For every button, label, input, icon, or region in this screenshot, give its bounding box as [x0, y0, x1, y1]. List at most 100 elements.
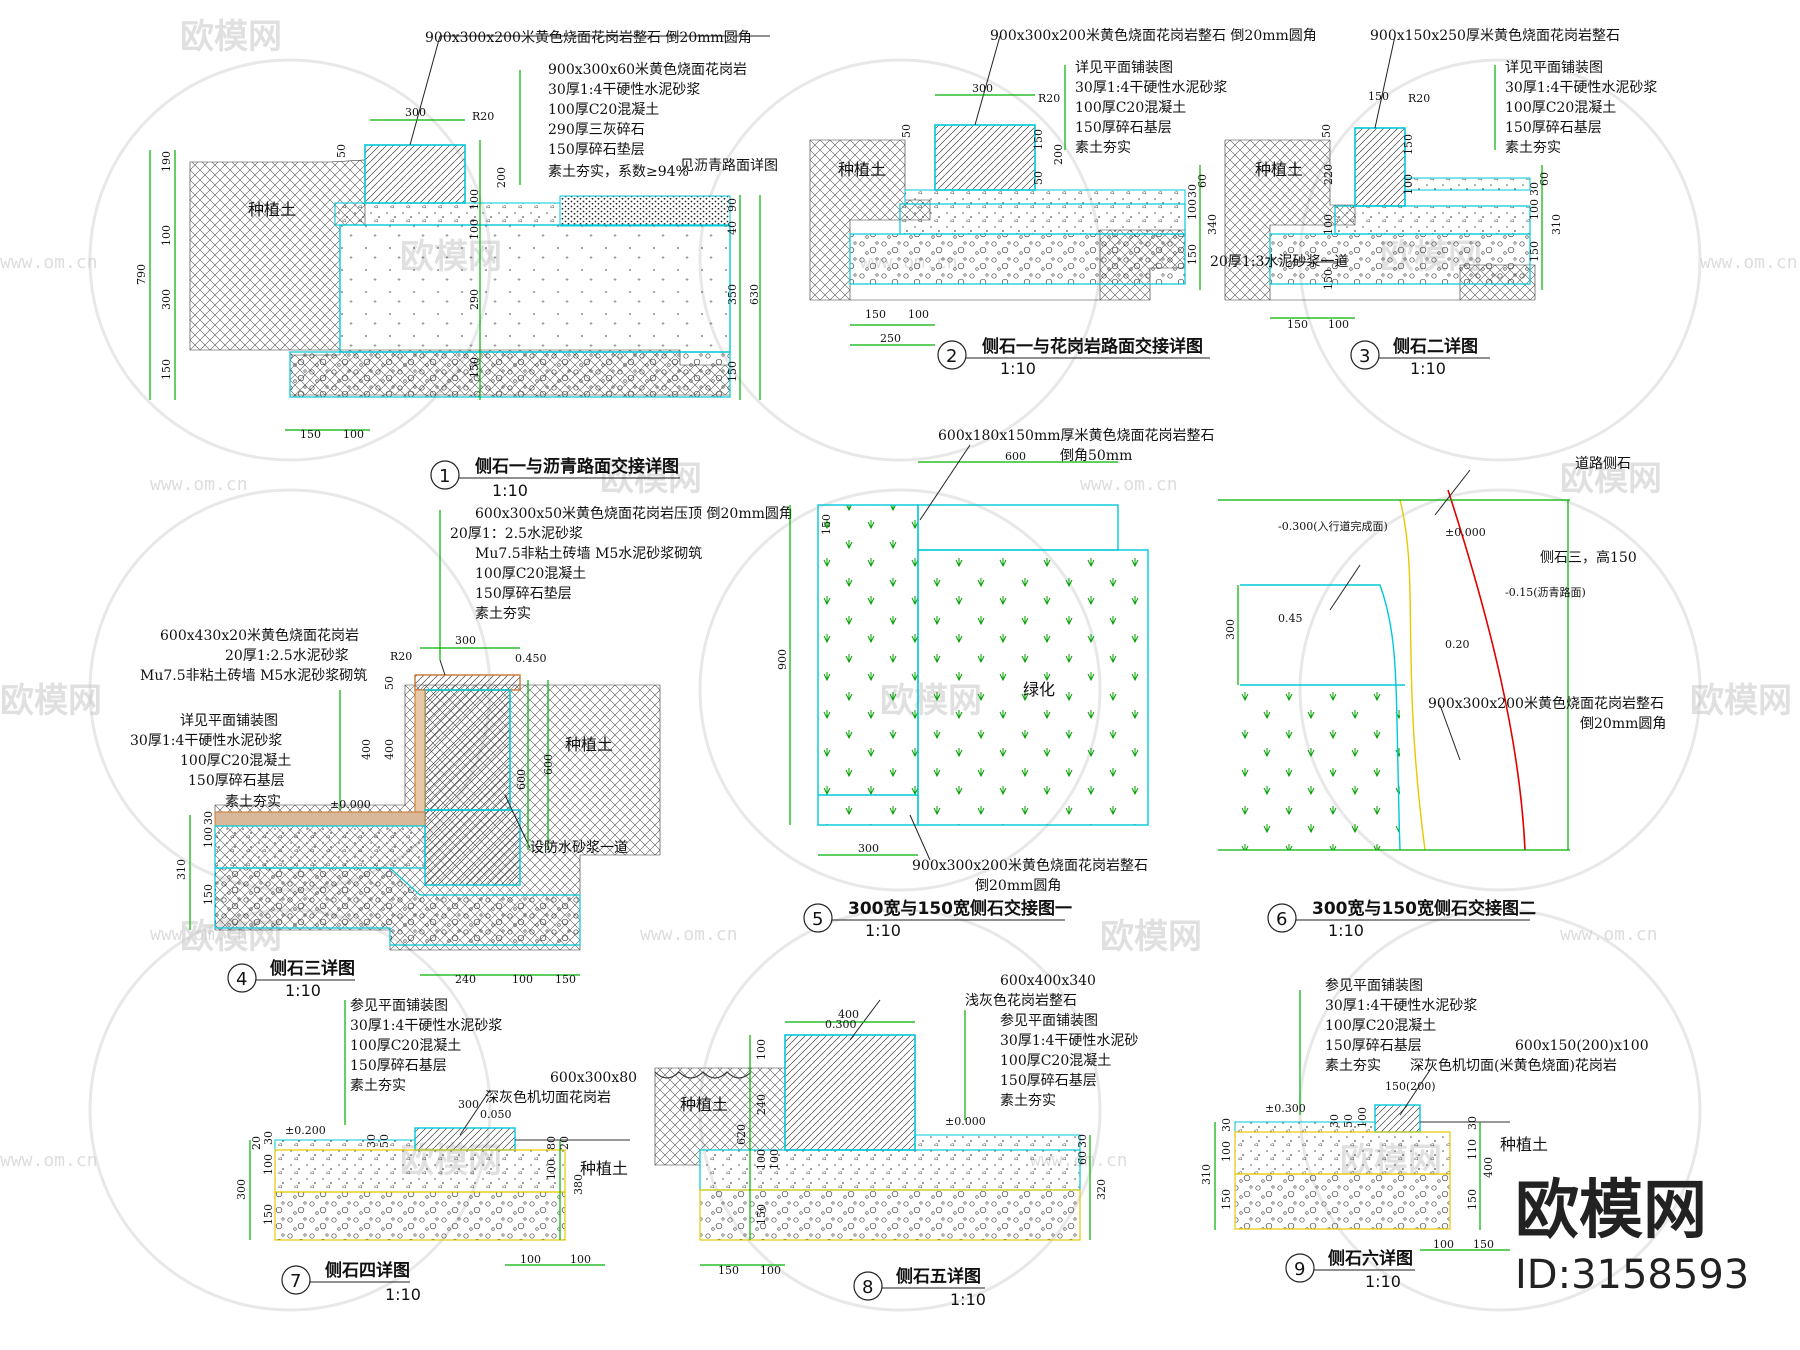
concrete-layer [274, 1149, 566, 1193]
dim-value: 150 [1368, 90, 1389, 103]
leader-line [439, 659, 446, 676]
detail-scale: 1:10 [865, 921, 901, 940]
dim-value: 600 [1005, 450, 1026, 463]
detail-4-label: 种植土 [565, 735, 613, 754]
detail-scale: 1:10 [1000, 359, 1036, 378]
detail-2-label: R20 [1038, 92, 1060, 105]
lime-gravel-layer [339, 224, 731, 353]
detail-4-note: 150厚碎石基层 [188, 772, 285, 789]
dim-value: 220 [1322, 164, 1335, 185]
detail-8-label: ±0.000 [945, 1115, 986, 1128]
dim-value: 150 [1220, 1189, 1233, 1210]
dim-value: 150 [865, 308, 886, 321]
detail-6-note: 倒20mm圆角 [1580, 716, 1666, 732]
detail-3-label: R20 [1408, 92, 1430, 105]
curb-stone [414, 1127, 516, 1151]
dim-value: 30 [1186, 184, 1199, 198]
dim-value: 400 [838, 1008, 859, 1021]
detail-7-note: 深灰色机切面花岗岩 [485, 1089, 611, 1106]
concrete-layer [214, 825, 426, 869]
coping-stone [414, 674, 521, 691]
detail-number-bubble [430, 460, 460, 490]
detail-number: 5 [812, 909, 823, 930]
gravel-base [289, 351, 731, 398]
dim-value: 100 [520, 1253, 541, 1266]
dim-value: 100 [755, 1149, 768, 1170]
detail-4: 600x300x50米黄色烧面花岗岩压顶 倒20mm圆角 20厚1：2.5水泥砂… [130, 505, 793, 1000]
detail-scale: 1:10 [950, 1290, 986, 1309]
leader-line [1439, 704, 1461, 761]
detail-number: 8 [862, 1277, 873, 1298]
dim-value: 150 [1402, 134, 1415, 155]
dim-value: 100 [1356, 1107, 1369, 1128]
detail-3: 900x150x250厚米黄色烧面花岗岩整石 详见平面铺装图 30厚1:4干硬性… [1210, 27, 1657, 378]
detail-3-note: 详见平面铺装图 [1505, 60, 1603, 76]
detail-number-bubble [1285, 1253, 1315, 1283]
paving-layer [274, 1139, 416, 1151]
watermark-url: www.om.cn [640, 924, 738, 945]
dim-value: 150 [262, 1204, 275, 1225]
curb-stone [934, 124, 1036, 191]
dim-value: 300 [160, 289, 173, 310]
watermark-brand: 欧模网 [180, 17, 282, 57]
detail-2-note: 150厚碎石基层 [1075, 119, 1172, 136]
detail-9-label: 种植土 [1500, 1135, 1548, 1154]
detail-9-note: 30厚1:4干硬性水泥砂浆 [1325, 998, 1477, 1014]
curb-stone [1374, 1104, 1421, 1133]
detail-7-note: 150厚碎石基层 [350, 1057, 447, 1074]
detail-scale: 1:10 [285, 981, 321, 1000]
detail-6-label: 0.45 [1278, 612, 1303, 625]
road-edge-red [1447, 489, 1526, 851]
paving-layer [1404, 177, 1531, 191]
dim-value: 90 [726, 198, 739, 212]
dim-value: 240 [455, 973, 476, 986]
detail-9-note: 150厚碎石基层 [1325, 1037, 1422, 1054]
detail-5-note: 600x180x150mm厚米黄色烧面花岗岩整石 [938, 427, 1215, 444]
detail-3-note: 900x150x250厚米黄色烧面花岗岩整石 [1370, 27, 1620, 44]
dim-value: 100 [1328, 318, 1349, 331]
dim-value: 150 [1032, 129, 1045, 150]
leader-line [1399, 1069, 1431, 1116]
dim-value: 150 [1528, 241, 1541, 262]
dim-value: 630 [748, 284, 761, 305]
detail-1-note: 900x300x200米黄色烧面花岗岩整石 倒20mm圆角 [425, 29, 752, 46]
dim-value: 150 [1466, 1189, 1479, 1210]
dim-value: 60 [1538, 172, 1551, 186]
dim-value: 50 [383, 676, 396, 690]
curb-strip-top [917, 504, 1119, 551]
detail-1-note: 30厚1:4干硬性水泥砂浆 [548, 82, 700, 98]
detail-number-bubble [803, 903, 833, 933]
detail-4-note: 150厚碎石垫层 [475, 586, 572, 602]
detail-6-label: -0.15(沥青路面) [1505, 586, 1586, 599]
detail-4-note: 设防水砂浆一道 [530, 840, 628, 856]
detail-7-note: 参见平面铺装图 [350, 997, 448, 1014]
detail-4-note: 20厚1:2.5水泥砂浆 [225, 648, 349, 664]
detail-9-note: 素土夯实 [1325, 1058, 1381, 1074]
paving-strip [559, 195, 731, 227]
dim-value: 150 [1473, 1238, 1494, 1251]
detail-2-note: 30厚1:4干硬性水泥砂浆 [1075, 80, 1227, 96]
dim-value: 240 [755, 1094, 768, 1115]
wall-foundation [424, 809, 521, 886]
detail-1-note: 290厚三灰碎石 [548, 122, 645, 138]
detail-number: 3 [1359, 346, 1370, 367]
dim-value: 30 [202, 811, 215, 825]
detail-8-label: 种植土 [680, 1095, 728, 1114]
detail-title: 300宽与150宽侧石交接图一 [848, 898, 1072, 919]
dim-value: 150 [555, 973, 576, 986]
detail-title: 侧石五详图 [896, 1266, 981, 1287]
planting-area [1240, 685, 1400, 850]
dim-value: 300 [858, 842, 879, 855]
detail-6-label: ±0.000 [1445, 526, 1486, 539]
detail-4-label: ±0.000 [330, 798, 371, 811]
detail-title: 侧石六详图 [1328, 1248, 1413, 1269]
detail-4-note: 20厚1：2.5水泥砂浆 [450, 526, 583, 542]
detail-4-note: 详见平面铺装图 [180, 713, 278, 729]
dim-value: 400 [383, 739, 396, 760]
dim-value: 50 [378, 1134, 391, 1148]
detail-4-note: 30厚1:4干硬性水泥砂浆 [130, 733, 282, 749]
detail-number-bubble [1267, 903, 1297, 933]
detail-1-note: 见沥青路面详图 [680, 158, 778, 174]
dim-value: 150 [300, 428, 321, 441]
